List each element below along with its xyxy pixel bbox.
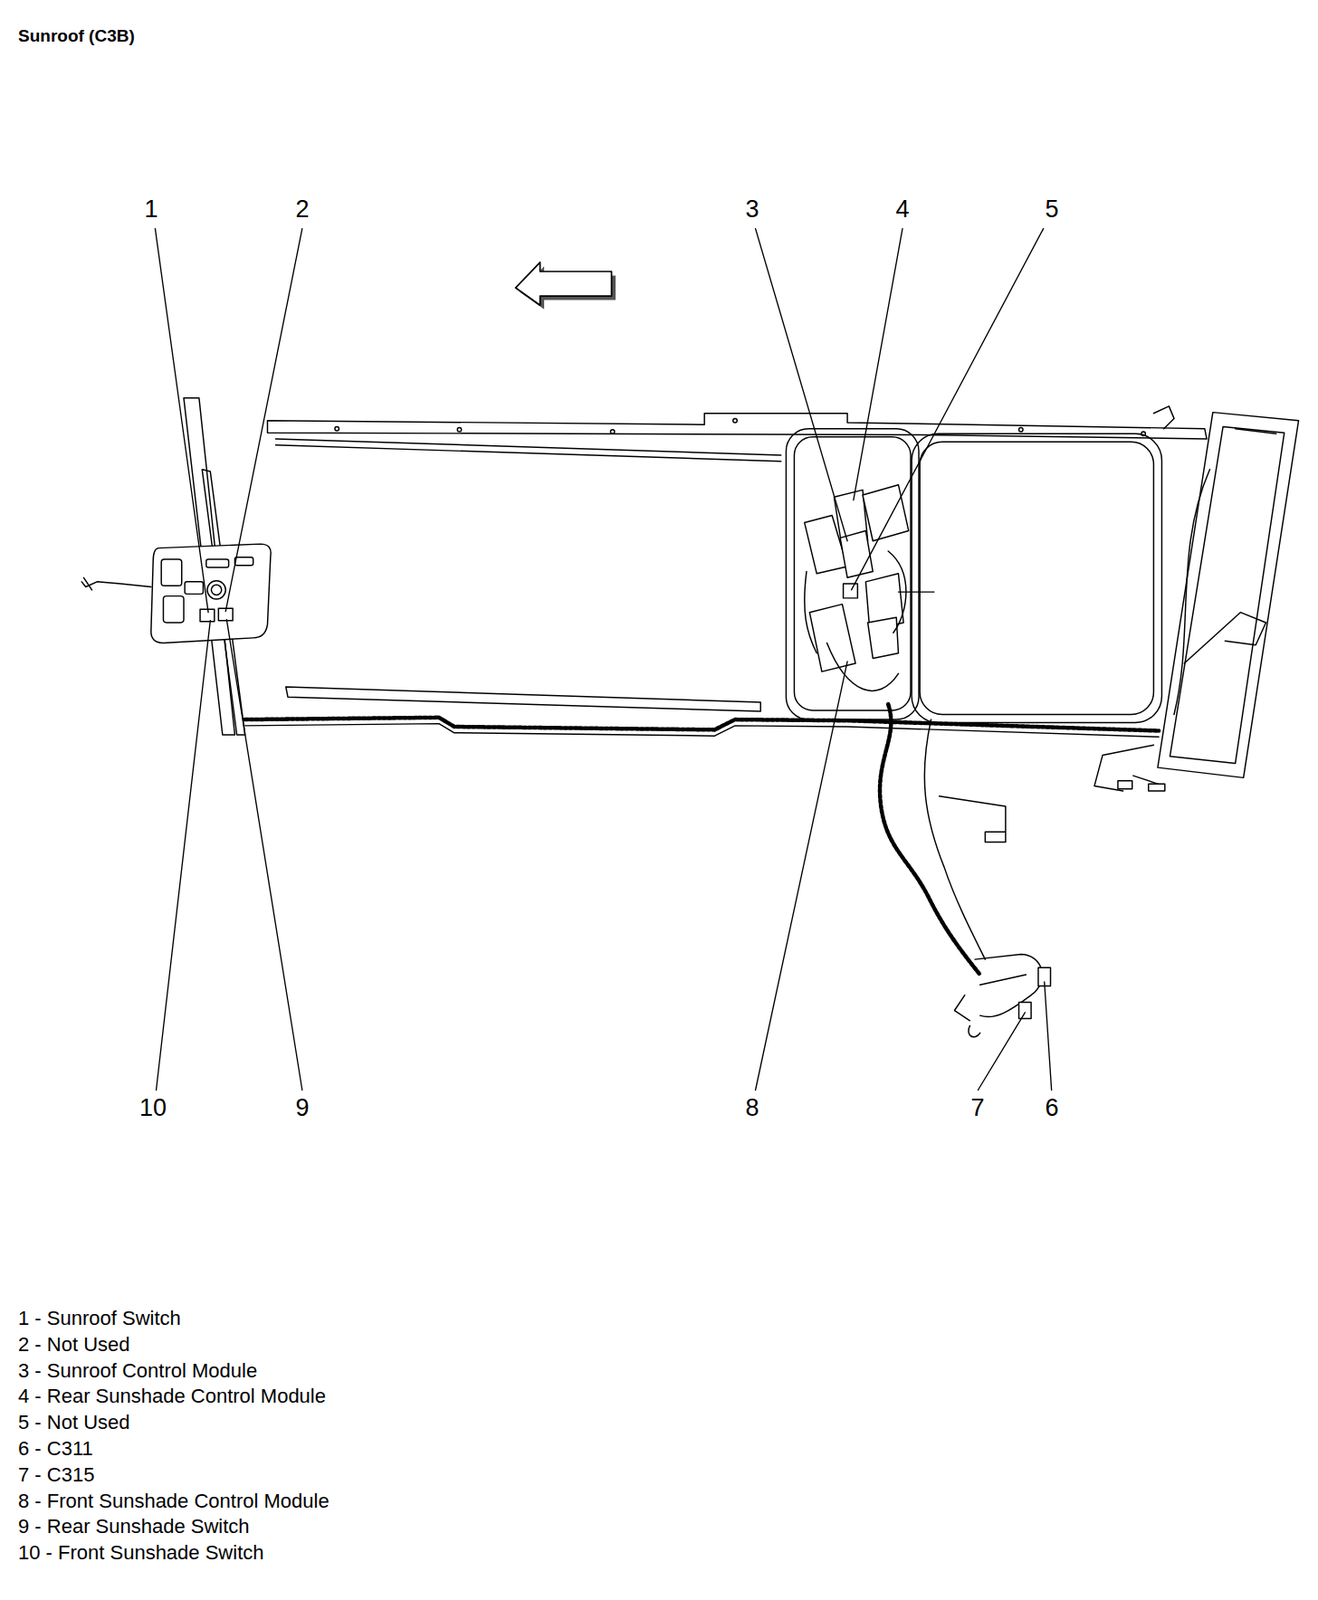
key-line: 6 - C311 [18, 1438, 94, 1461]
module-front-sunshade [809, 604, 856, 672]
key-line: 8 - Front Sunshade Control Module [18, 1490, 330, 1513]
harness [879, 704, 981, 975]
callout-number: 2 [295, 196, 309, 224]
callout-number: 5 [1044, 196, 1059, 224]
callout-number: 9 [295, 1095, 309, 1123]
switch-buttons [200, 609, 215, 622]
key-line: 9 - Rear Sunshade Switch [18, 1516, 250, 1538]
bottom-rail [286, 687, 761, 712]
key-line: 2 - Not Used [18, 1334, 131, 1357]
rear-panel [1157, 412, 1299, 779]
top-rail-detail [276, 439, 782, 462]
key-line: 7 - C315 [18, 1464, 95, 1487]
callout-number: 7 [970, 1095, 984, 1123]
callout-number: 8 [744, 1095, 759, 1123]
overhead-console [151, 544, 271, 643]
callout-number: 10 [139, 1095, 167, 1123]
callout-number: 6 [1044, 1095, 1059, 1123]
key-line: 5 - Not Used [18, 1412, 131, 1434]
direction-arrow [515, 262, 612, 306]
key-line: 10 - Front Sunshade Switch [18, 1542, 264, 1565]
callout-number: 1 [143, 196, 158, 224]
callout-number: 3 [744, 196, 759, 224]
module-wires [804, 551, 935, 691]
rear-frame [911, 433, 1162, 723]
bottom-rail-edge [245, 724, 1159, 738]
connector-not-used [843, 583, 859, 599]
top-rail [267, 413, 1207, 440]
connector-c315 [1019, 1002, 1032, 1019]
key-line: 3 - Sunroof Control Module [18, 1360, 258, 1383]
key-line: 1 - Sunroof Switch [18, 1308, 182, 1330]
diagram-title: Sunroof (C3B) [18, 27, 135, 47]
callout-number: 4 [895, 196, 909, 224]
key-line: 4 - Rear Sunshade Control Module [18, 1385, 326, 1408]
console-wire [81, 582, 152, 588]
leader-lines [154, 229, 1051, 1091]
